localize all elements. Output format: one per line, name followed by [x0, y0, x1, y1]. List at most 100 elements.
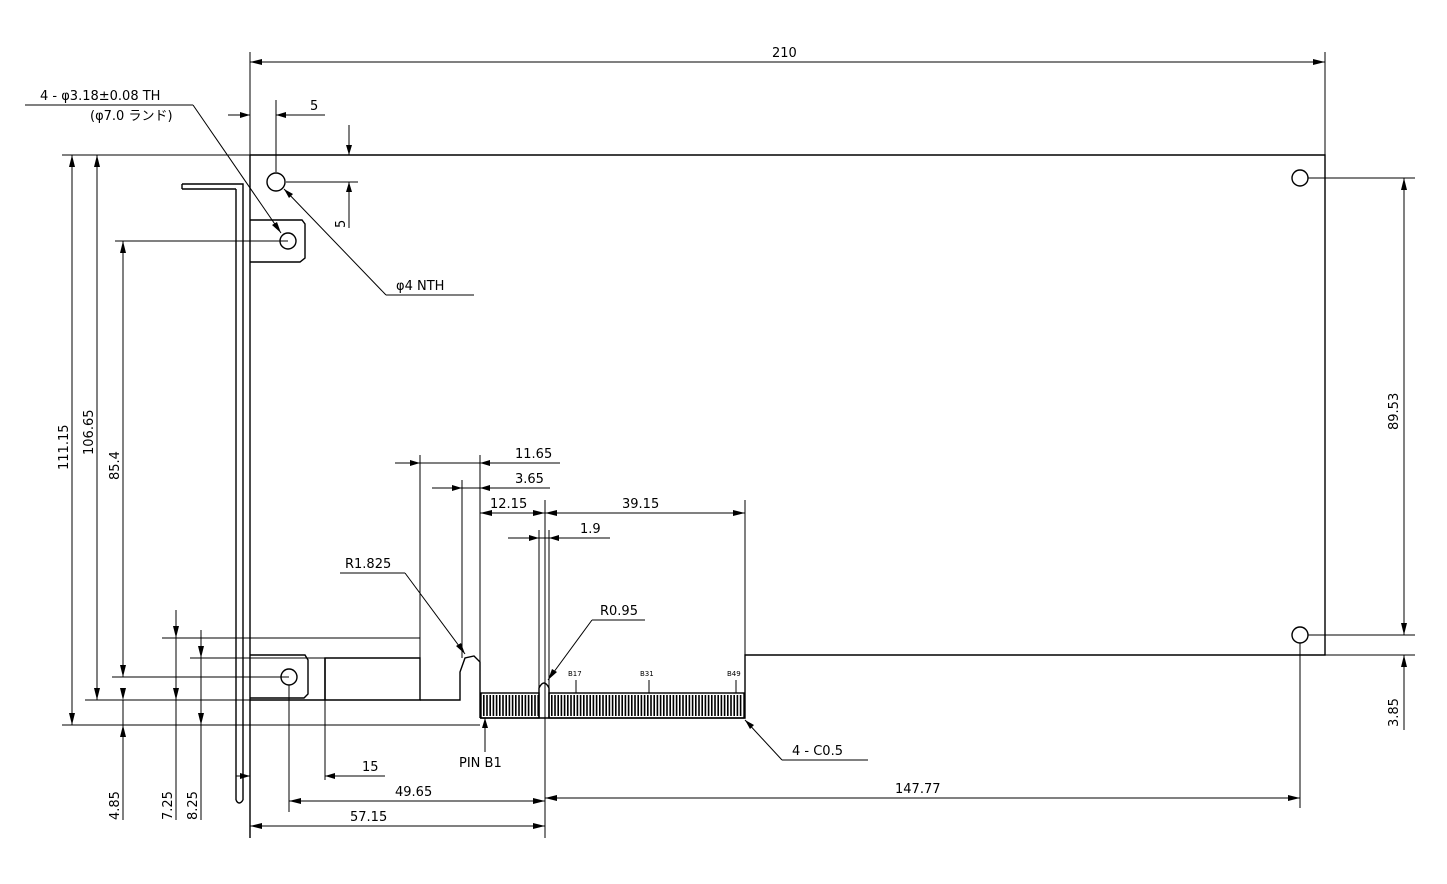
- connector-finger: [505, 695, 507, 716]
- dim-19-text: 1.9: [580, 522, 601, 537]
- connector-finger: [663, 695, 665, 716]
- holes: [266, 169, 1309, 686]
- dim-5715-text: 57.15: [350, 810, 387, 825]
- leader-nth-hole: φ4 NTH: [283, 188, 474, 296]
- dim-385-text: 3.85: [1387, 698, 1402, 727]
- connector-finger: [495, 695, 498, 716]
- leader-radii: R1.825 R0.95: [340, 557, 645, 681]
- connector-finger: [602, 695, 604, 716]
- connector-finger: [518, 695, 520, 716]
- connector-finger: [691, 695, 694, 716]
- connector-finger: [527, 695, 530, 716]
- connector-finger: [675, 695, 678, 716]
- hole-top-left: [266, 172, 286, 192]
- connector-finger: [733, 695, 735, 716]
- connector-finger: [579, 695, 582, 716]
- pin-b31-label: B31: [640, 670, 654, 678]
- dim-bottom: 15 49.65 57.15 147.77: [236, 643, 1301, 829]
- chamfer-label: 4 - C0.5: [792, 744, 843, 759]
- pin-b49-label: B49: [727, 670, 741, 678]
- dim-725-text: 7.25: [161, 791, 176, 820]
- connector-finger: [573, 695, 575, 716]
- connector-finger: [707, 695, 710, 716]
- dim-5-x-text: 5: [310, 99, 318, 114]
- connector-finger: [595, 695, 598, 716]
- connector-finger: [531, 695, 533, 716]
- connector-finger: [521, 695, 523, 716]
- connector-finger: [627, 695, 630, 716]
- dim-4965-text: 49.65: [395, 785, 432, 800]
- th-hole-label: 4 - φ3.18±0.08 TH: [40, 89, 160, 104]
- dim-854-text: 85.4: [108, 451, 123, 480]
- leader-chamfer: 4 - C0.5: [744, 719, 868, 761]
- connector-finger: [611, 695, 614, 716]
- dim-total-width: 210: [249, 46, 1326, 155]
- connector-finger: [695, 695, 697, 716]
- dim-365-text: 3.65: [515, 472, 544, 487]
- connector-finger: [720, 695, 723, 716]
- connector-finger: [704, 695, 707, 716]
- connector-finger: [608, 695, 611, 716]
- dim-210-text: 210: [772, 46, 797, 61]
- connector-finger: [508, 695, 511, 716]
- connector-finger: [621, 695, 623, 716]
- r1825-label: R1.825: [345, 557, 391, 572]
- connector-finger: [640, 695, 643, 716]
- connector-finger: [666, 695, 668, 716]
- connector-finger: [624, 695, 627, 716]
- connector-finger: [637, 695, 639, 716]
- connector-finger: [643, 695, 646, 716]
- connector-finger: [589, 695, 591, 716]
- pin-b17-label: B17: [568, 670, 582, 678]
- connector-finger: [511, 695, 514, 716]
- dim-hole-x: 5: [228, 99, 325, 172]
- dim-1165-text: 11.65: [515, 447, 552, 462]
- dim-notch: 11.65 3.65 12.15 39.15 1.9: [395, 447, 746, 662]
- connector-finger: [647, 695, 649, 716]
- dim-5-y-text: 5: [334, 220, 349, 228]
- connector-finger: [534, 695, 536, 716]
- connector-finger: [502, 695, 504, 716]
- connector-finger: [682, 695, 684, 716]
- dim-1215-text: 12.15: [490, 497, 527, 512]
- r095-label: R0.95: [600, 604, 638, 619]
- edge-connector: B17 B31 B49: [480, 530, 745, 838]
- connector-finger: [659, 695, 662, 716]
- dim-hole-y: 5: [286, 125, 358, 228]
- connector-finger: [679, 695, 681, 716]
- connector-finger: [701, 695, 703, 716]
- connector-finger: [570, 695, 572, 716]
- connector-finger: [739, 695, 742, 716]
- connector-finger: [492, 695, 495, 716]
- connector-finger: [586, 695, 588, 716]
- connector-finger: [688, 695, 691, 716]
- connector-finger: [576, 695, 579, 716]
- connector-finger: [669, 695, 671, 716]
- connector-finger: [650, 695, 652, 716]
- leader-pin-b1: PIN B1: [459, 718, 502, 771]
- connector-finger: [563, 695, 566, 716]
- dim-14777-text: 147.77: [895, 782, 941, 797]
- dim-11115-text: 111.15: [57, 425, 72, 471]
- dim-485-text: 4.85: [108, 791, 123, 820]
- connector-finger: [537, 695, 539, 716]
- connector-finger: [711, 695, 713, 716]
- connector-finger: [592, 695, 595, 716]
- connector-finger: [634, 695, 636, 716]
- connector-finger: [557, 695, 559, 716]
- board-outline: [249, 154, 1326, 838]
- pin-b1-label: PIN B1: [459, 756, 502, 771]
- connector-finger: [618, 695, 620, 716]
- th-land-label: (φ7.0 ランド): [90, 109, 173, 124]
- connector-finger: [499, 695, 501, 716]
- connector-finger: [489, 695, 491, 716]
- connector-finger: [486, 695, 488, 716]
- nth-hole-label: φ4 NTH: [396, 279, 444, 294]
- dim-15-text: 15: [362, 760, 379, 775]
- dim-8953-text: 89.53: [1387, 393, 1402, 430]
- dim-3915-text: 39.15: [622, 497, 659, 512]
- connector-finger: [524, 695, 527, 716]
- connector-finger: [631, 695, 633, 716]
- connector-finger: [717, 695, 719, 716]
